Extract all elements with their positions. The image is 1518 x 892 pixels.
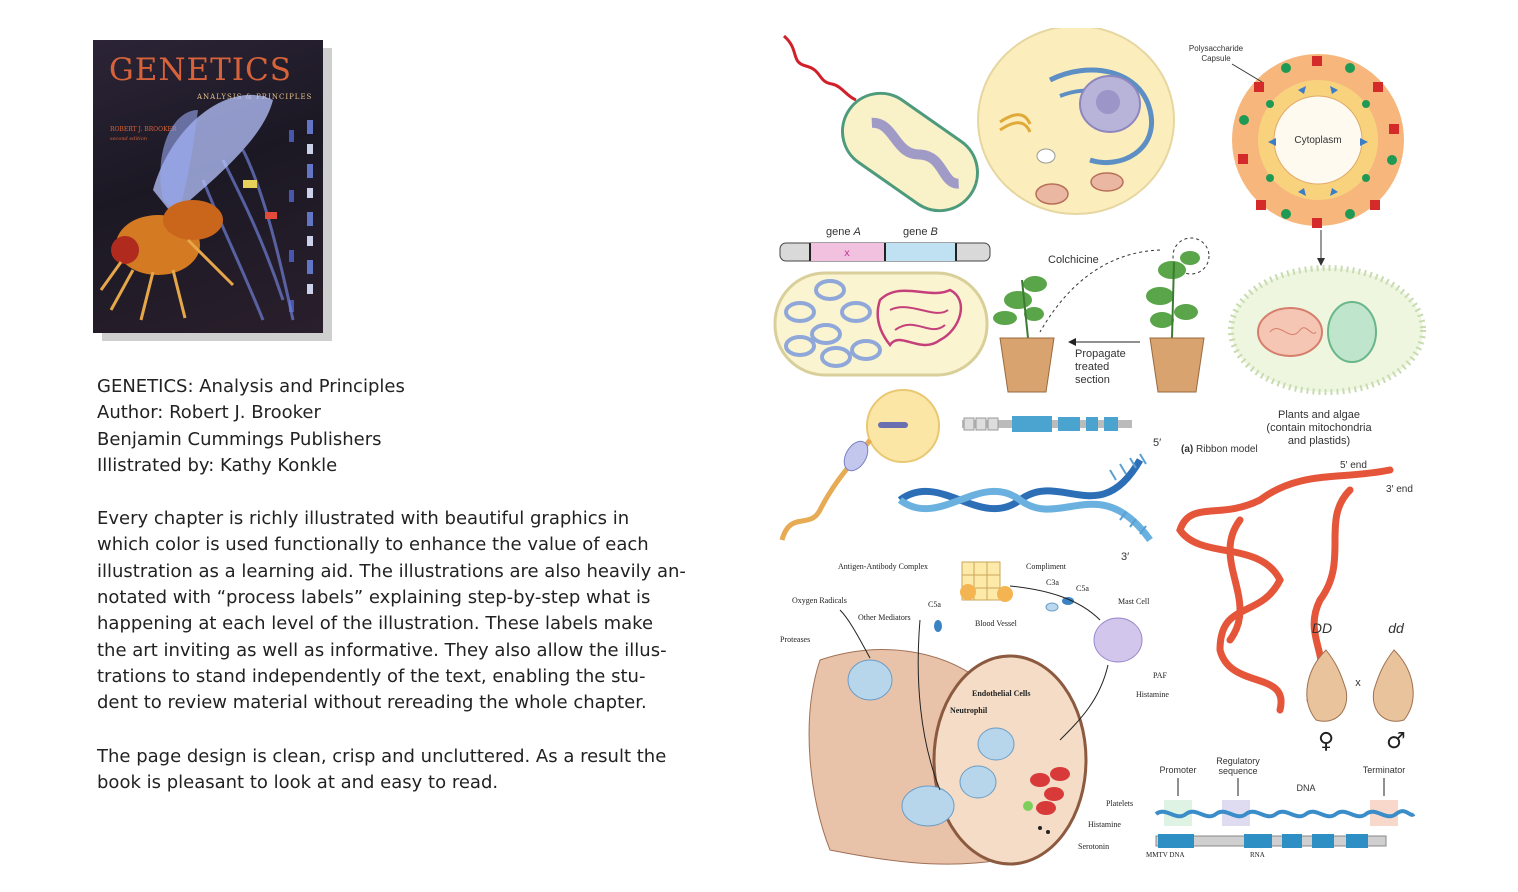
gene-b-label: gene B	[903, 226, 938, 238]
propagate-line2: treated	[1075, 361, 1109, 373]
paragraph-line: Every chapter is richly illustrated with…	[97, 508, 630, 530]
label-blood-vessel: Blood Vessel	[975, 619, 1018, 628]
label-c3a: C3a	[1046, 578, 1059, 587]
info-author: Author: Robert J. Brooker	[97, 402, 321, 424]
cover-edition: second edition	[110, 136, 147, 142]
label-c5a-right: C5a	[1076, 584, 1089, 593]
label-platelets: Platelets	[1106, 799, 1133, 808]
immune-response-illustration: Antigen-Antibody Complex Compliment C3a …	[780, 561, 1169, 866]
label-neutrophil: Neutrophil	[950, 706, 988, 715]
female-symbol: ♀	[1318, 729, 1334, 754]
book-cover: GENETICS ANALYSIS & PRINCIPLES ROBERT J.…	[93, 40, 323, 333]
label-proteases: Proteases	[780, 635, 810, 644]
cover-author: ROBERT J. BROOKER	[110, 126, 177, 133]
plants-line3: and plastids)	[1288, 435, 1350, 447]
label-serotonin: Serotonin	[1078, 842, 1109, 851]
label-paf: PAF	[1153, 671, 1167, 680]
plants-line2: (contain mitochondria	[1266, 422, 1372, 434]
label-other-mediators: Other Mediators	[858, 613, 911, 622]
label-mmtv: MMTV DNA	[1146, 851, 1185, 859]
label-histamine-top: Histamine	[1136, 690, 1169, 699]
gene-chromosome-illustration: x gene A gene B	[779, 226, 991, 262]
exon-intron-bar	[962, 416, 1132, 432]
ribbon-3-end: 3′ end	[1386, 484, 1413, 495]
cover-fruit-fly-image	[99, 94, 313, 321]
label-compliment: Compliment	[1026, 562, 1067, 571]
propagate-line3: section	[1075, 374, 1110, 386]
label-oxygen: Oxygen Radicals	[792, 596, 847, 605]
snail-cross-symbol: x	[1355, 677, 1361, 689]
eukaryotic-cell-illustration	[977, 28, 1175, 215]
ribbon-label: (a) Ribbon model	[1181, 444, 1258, 455]
illustration-collage: Cytoplasm Polysaccharide Capsule x	[773, 28, 1426, 866]
label-rna: RNA	[1250, 851, 1265, 859]
cover-title: GENETICS	[109, 52, 293, 88]
propagate-line1: Propagate	[1075, 348, 1126, 360]
label-promoter: Promoter	[1159, 765, 1196, 775]
info-title: GENETICS: Analysis and Principles	[97, 376, 405, 397]
male-symbol: ♂	[1386, 729, 1406, 754]
promoter-diagram: Promoter Regulatory sequence Terminator …	[1146, 756, 1416, 859]
sperm-cell-illustration	[779, 389, 940, 541]
paragraph-line: dent to review material without rereadin…	[97, 692, 647, 714]
label-regulatory-1: Regulatory	[1216, 756, 1260, 766]
paragraph-line: The page design is clean, crisp and uncl…	[97, 745, 667, 767]
colchicine-plants-illustration: Colchicine Propagate treated section	[993, 237, 1210, 393]
snail-dd-upper: DD	[1312, 620, 1332, 636]
paragraph-line: notated with “process labels” explaining…	[97, 587, 651, 609]
dna-5-label: 5′	[1153, 437, 1161, 449]
plasmid-cell-illustration	[773, 271, 989, 377]
label-mast-cell: Mast Cell	[1118, 597, 1150, 606]
plant-cell-illustration: Plants and algae (contain mitochondria a…	[1228, 265, 1426, 447]
capsule-illustration: Cytoplasm Polysaccharide Capsule	[1189, 44, 1404, 266]
label-terminator: Terminator	[1363, 765, 1406, 775]
info-publisher: Benjamin Cummings Publishers	[97, 428, 382, 450]
snail-dd-lower: dd	[1388, 620, 1405, 636]
paragraph-line: which color is used functionally to enha…	[97, 534, 649, 556]
dna-helix-illustration: 5′ 3′	[897, 437, 1161, 563]
paragraph-line: the art inviting as well as informative.…	[97, 639, 667, 661]
colchicine-label: Colchicine	[1048, 254, 1099, 266]
bacterium-illustration	[782, 34, 979, 213]
label-dna: DNA	[1296, 783, 1315, 793]
ribbon-model-illustration: (a) Ribbon model 5′ end 3′ end	[1176, 444, 1413, 714]
label-antigen: Antigen-Antibody Complex	[838, 562, 928, 571]
gene-a-label: gene A	[826, 226, 861, 238]
paragraph-line: book is pleasant to look at and easy to …	[97, 771, 499, 793]
capsule-label-line2: Capsule	[1201, 54, 1231, 63]
book-info: GENETICS: Analysis and Principles Author…	[97, 374, 697, 796]
label-endothelial: Endothelial Cells	[972, 689, 1030, 698]
info-illustrator: Illistrated by: Kathy Konkle	[97, 454, 338, 476]
label-regulatory-2: sequence	[1218, 766, 1257, 776]
paragraph-line: illustration as a learning aid. The illu…	[97, 560, 686, 582]
label-c5a-left: C5a	[928, 600, 941, 609]
svg-text:x: x	[844, 248, 850, 259]
paragraph-line: trations to stand independently of the t…	[97, 665, 646, 687]
plants-line1: Plants and algae	[1278, 409, 1360, 421]
label-histamine: Histamine	[1088, 820, 1121, 829]
dna-3-label: 3′	[1121, 551, 1129, 563]
paragraph-line: happening at each level of the illustrat…	[97, 613, 654, 635]
capsule-center-label: Cytoplasm	[1294, 135, 1341, 146]
ribbon-5-end: 5′ end	[1340, 460, 1367, 471]
capsule-label-line1: Polysaccharide	[1189, 44, 1244, 53]
snail-cross-illustration: DD dd x ♀ ♂	[1306, 620, 1414, 754]
